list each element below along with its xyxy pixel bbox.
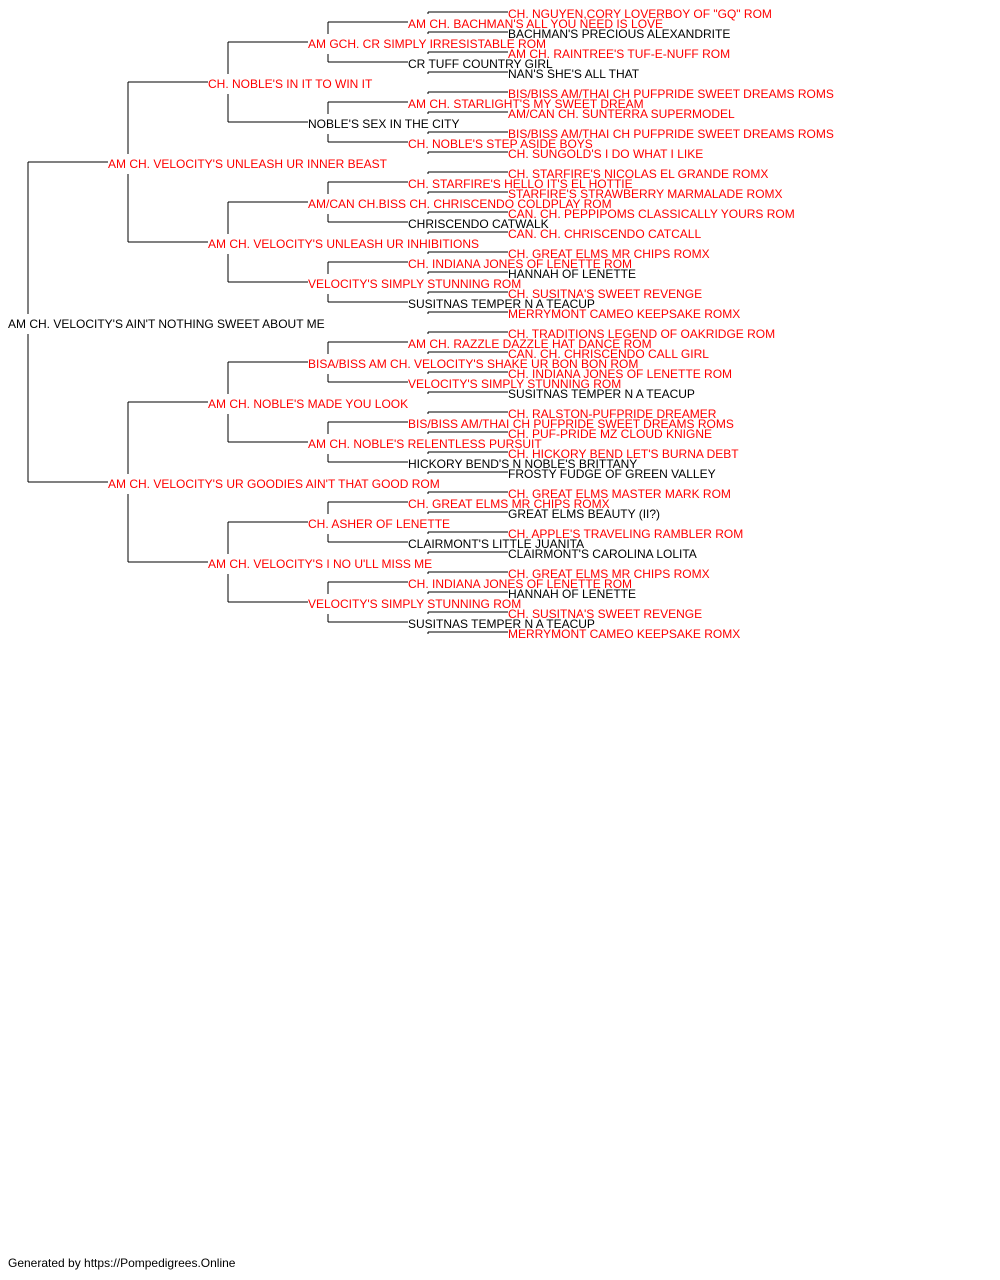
ancestor-name: CH. NOBLE'S IN IT TO WIN IT [208, 77, 373, 91]
ancestor-name: MERRYMONT CAMEO KEEPSAKE ROMX [508, 627, 740, 641]
ancestor-name: CLAIRMONT'S LITTLE JUANITA [408, 537, 584, 551]
ancestor-name: CH. STARFIRE'S NICOLAS EL GRANDE ROMX [508, 167, 768, 181]
ancestor-name: BIS/BISS AM/THAI CH PUFPRIDE SWEET DREAM… [508, 87, 834, 101]
ancestor-name: NAN'S SHE'S ALL THAT [508, 67, 640, 81]
ancestor-name: HANNAH OF LENETTE [508, 587, 636, 601]
ancestor-name: CAN. CH. CHRISCENDO CALL GIRL [508, 347, 709, 361]
ancestor-name: AM CH. RAINTREE'S TUF-E-NUFF ROM [508, 47, 730, 61]
ancestor-name: HANNAH OF LENETTE [508, 267, 636, 281]
ancestor-name: CH. GREAT ELMS MR CHIPS ROMX [408, 497, 610, 511]
ancestor-name: CH. RALSTON-PUFPRIDE DREAMER [508, 407, 717, 421]
ancestor-name: AM CH. VELOCITY'S UR GOODIES AIN'T THAT … [108, 477, 440, 491]
ancestor-name: SUSITNAS TEMPER N A TEACUP [408, 617, 595, 631]
ancestor-name: AM CH. STARLIGHT'S MY SWEET DREAM [408, 97, 644, 111]
ancestor-name: BIS/BISS AM/THAI CH PUFPRIDE SWEET DREAM… [408, 417, 734, 431]
ancestor-name: AM CH. VELOCITY'S UNLEASH UR INHIBITIONS [208, 237, 479, 251]
ancestor-name: AM CH. BACHMAN'S ALL YOU NEED IS LOVE [408, 17, 663, 31]
ancestor-name: CH. ASHER OF LENETTE [308, 517, 450, 531]
ancestor-name: CH. INDIANA JONES OF LENETTE ROM [508, 367, 732, 381]
ancestor-name: SUSITNAS TEMPER N A TEACUP [408, 297, 595, 311]
ancestor-name: AM/CAN CH. SUNTERRA SUPERMODEL [508, 107, 735, 121]
ancestor-name: BISA/BISS AM CH. VELOCITY'S SHAKE UR BON… [308, 357, 638, 371]
ancestor-name: CH. NGUYEN,CORY LOVERBOY OF "GQ" ROM [508, 7, 772, 21]
ancestor-name: CAN. CH. PEPPIPOMS CLASSICALLY YOURS ROM [508, 207, 795, 221]
ancestor-name: CH. STARFIRE'S HELLO IT'S EL HOTTIE [408, 177, 633, 191]
ancestor-name: CH. HICKORY BEND LET'S BURNA DEBT [508, 447, 739, 461]
ancestor-name: VELOCITY'S SIMPLY STUNNING ROM [308, 597, 521, 611]
ancestor-name: CHRISCENDO CATWALK [408, 217, 549, 231]
ancestor-name: CH. INDIANA JONES OF LENETTE ROM [408, 577, 632, 591]
ancestor-name: VELOCITY'S SIMPLY STUNNING ROM [408, 377, 621, 391]
ancestor-name: AM CH. NOBLE'S RELENTLESS PURSUIT [308, 437, 542, 451]
ancestor-name: CH. GREAT ELMS MR CHIPS ROMX [508, 247, 710, 261]
footer-credit: Generated by https://Pompedigrees.Online [8, 1256, 236, 1270]
ancestor-name: CH. PUF-PRIDE MZ CLOUD KNIGNE [508, 427, 712, 441]
ancestor-name: BACHMAN'S PRECIOUS ALEXANDRITE [508, 27, 730, 41]
ancestor-name: AM CH. VELOCITY'S I NO U'LL MISS ME [208, 557, 432, 571]
ancestor-name: CH. SUSITNA'S SWEET REVENGE [508, 287, 702, 301]
ancestor-name: CH. INDIANA JONES OF LENETTE ROM [408, 257, 632, 271]
ancestor-name: CH. TRADITIONS LEGEND OF OAKRIDGE ROM [508, 327, 775, 341]
ancestor-name: CH. NOBLE'S STEP ASIDE BOYS [408, 137, 593, 151]
ancestor-name: AM CH. VELOCITY'S UNLEASH UR INNER BEAST [108, 157, 388, 171]
ancestor-name: CH. GREAT ELMS MR CHIPS ROMX [508, 567, 710, 581]
ancestor-name: CAN. CH. CHRISCENDO CATCALL [508, 227, 701, 241]
ancestor-name: CR TUFF COUNTRY GIRL [408, 57, 553, 71]
ancestor-name: NOBLE'S SEX IN THE CITY [308, 117, 459, 131]
ancestor-name: AM CH. NOBLE'S MADE YOU LOOK [208, 397, 408, 411]
ancestor-name: AM CH. RAZZLE DAZZLE HAT DANCE ROM [408, 337, 652, 351]
ancestor-name: FROSTY FUDGE OF GREEN VALLEY [508, 467, 716, 481]
ancestor-name: CH. GREAT ELMS MASTER MARK ROM [508, 487, 731, 501]
ancestor-name: HICKORY BEND'S N NOBLE'S BRITTANY [408, 457, 637, 471]
ancestor-name: CH. APPLE'S TRAVELING RAMBLER ROM [508, 527, 743, 541]
ancestor-name: CLAIRMONT'S CAROLINA LOLITA [508, 547, 697, 561]
subject-dog-name: AM CH. VELOCITY'S AIN'T NOTHING SWEET AB… [8, 317, 325, 331]
ancestor-name: GREAT ELMS BEAUTY (II?) [508, 507, 660, 521]
dog-names: AM CH. VELOCITY'S AIN'T NOTHING SWEET AB… [8, 7, 834, 641]
ancestor-name: VELOCITY'S SIMPLY STUNNING ROM [308, 277, 521, 291]
ancestor-name: CH. SUNGOLD'S I DO WHAT I LIKE [508, 147, 703, 161]
ancestor-name: CH. SUSITNA'S SWEET REVENGE [508, 607, 702, 621]
ancestor-name: AM GCH. CR SIMPLY IRRESISTABLE ROM [308, 37, 546, 51]
ancestor-name: SUSITNAS TEMPER N A TEACUP [508, 387, 695, 401]
ancestor-name: MERRYMONT CAMEO KEEPSAKE ROMX [508, 307, 740, 321]
connector-lines [27, 11, 508, 634]
ancestor-name: STARFIRE'S STRAWBERRY MARMALADE ROMX [508, 187, 783, 201]
ancestor-name: BIS/BISS AM/THAI CH PUFPRIDE SWEET DREAM… [508, 127, 834, 141]
ancestor-name: AM/CAN CH.BISS CH. CHRISCENDO COLDPLAY R… [308, 197, 612, 211]
